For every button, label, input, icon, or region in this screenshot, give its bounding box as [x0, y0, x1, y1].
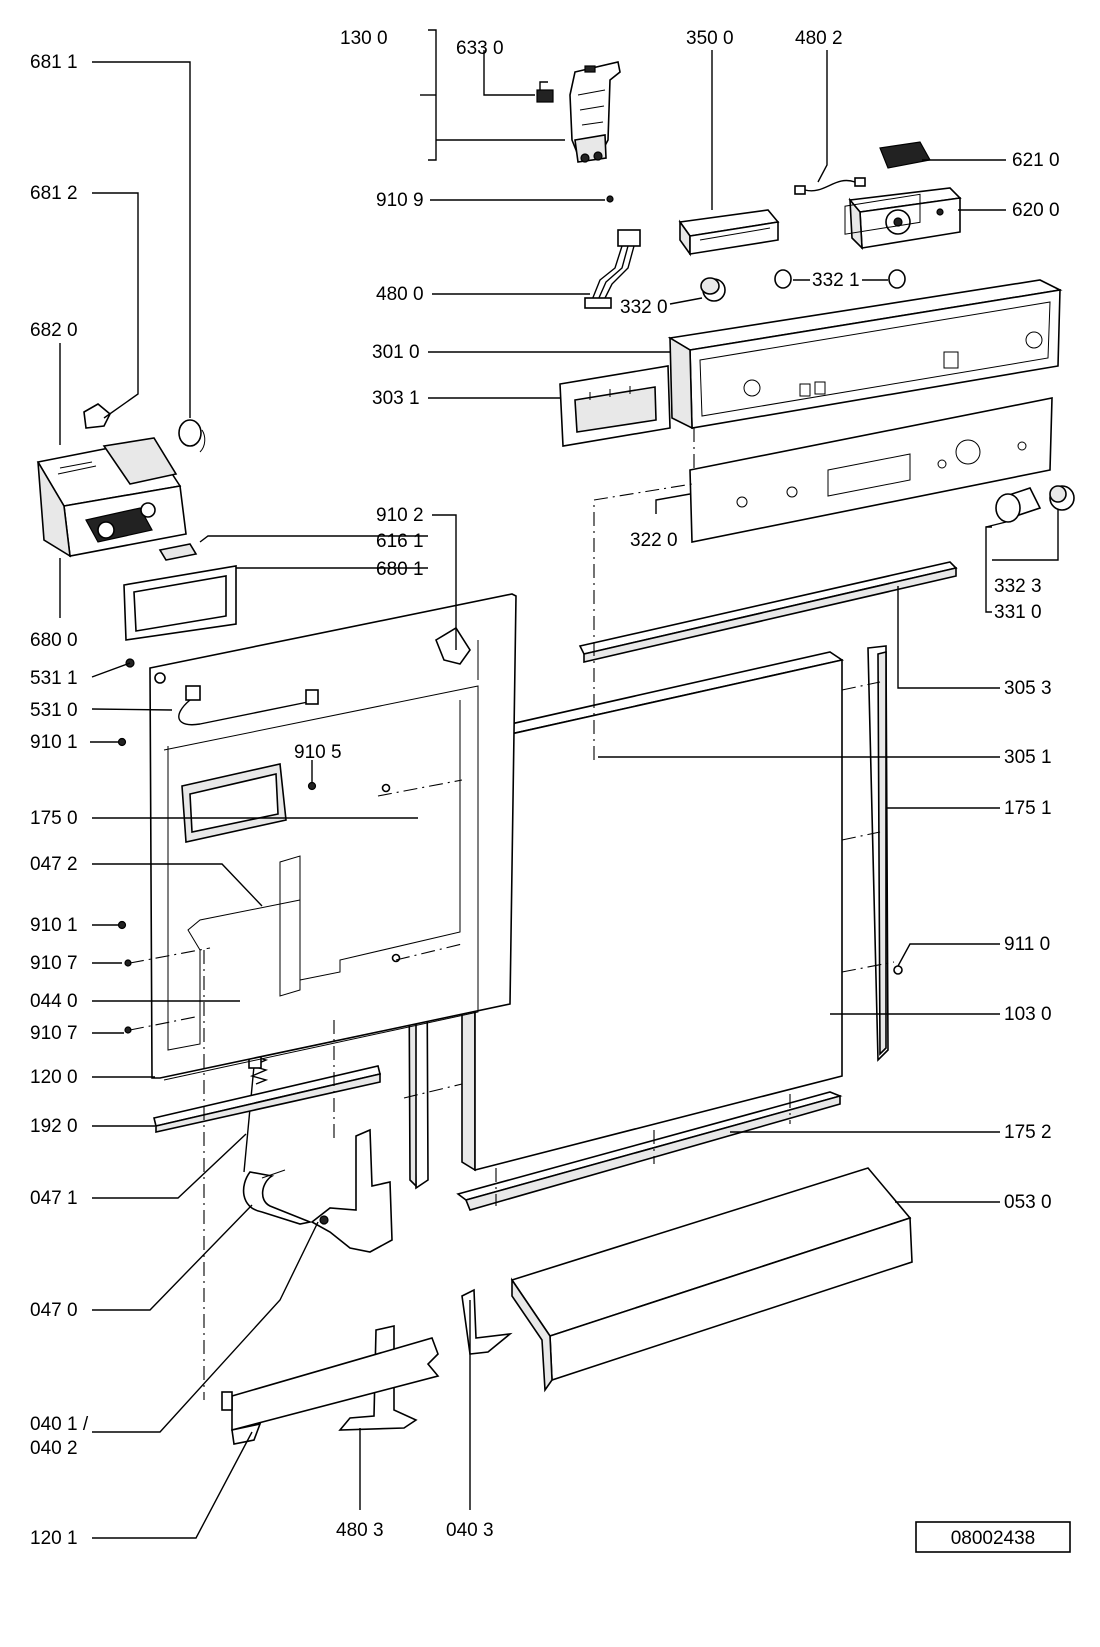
side-strip-1751	[867, 645, 889, 1062]
module-6210	[879, 141, 931, 169]
label-0472: 047 2	[30, 854, 78, 875]
label-3320: 332 0	[620, 297, 668, 318]
label-3310: 331 0	[994, 602, 1042, 623]
label-4803: 480 3	[336, 1520, 384, 1541]
label-1920: 192 0	[30, 1116, 78, 1137]
label-3051: 305 1	[1004, 747, 1052, 768]
label-9110: 911 0	[1004, 934, 1050, 955]
label-0440: 044 0	[30, 991, 78, 1012]
microswitch	[536, 81, 554, 103]
screw-9105	[307, 781, 317, 791]
programmer-6200	[848, 187, 962, 251]
bottom-profile-1752	[456, 1091, 843, 1211]
alignment-lines	[129, 428, 895, 1400]
rail-1920	[153, 1065, 381, 1133]
spring-rod-0471	[243, 1065, 255, 1173]
label-3500: 350 0	[686, 28, 734, 49]
cable-4800	[584, 229, 641, 309]
label-6801: 680 1	[376, 559, 424, 580]
knobs-3323	[995, 485, 1075, 523]
label-1030: 103 0	[1004, 1004, 1052, 1025]
label-9107b: 910 7	[30, 1023, 78, 1044]
screw-9109	[606, 195, 614, 203]
inner-door-1200	[149, 593, 517, 1081]
cable-5310	[178, 685, 319, 726]
hinge-bracket-0401	[310, 1128, 393, 1253]
control-panel-3010	[667, 193, 1063, 430]
label-6800: 680 0	[30, 630, 78, 651]
label-3220: 322 0	[630, 530, 678, 551]
drawing-number: 08002438	[951, 1528, 1036, 1549]
label-0401b: 040 2	[30, 1438, 78, 1459]
label-5311: 531 1	[30, 668, 78, 689]
label-1201: 120 1	[30, 1528, 78, 1549]
label-6330: 633 0	[456, 38, 504, 59]
handle-3031	[559, 365, 671, 447]
label-1750: 175 0	[30, 808, 78, 829]
label-9101b: 910 1	[30, 915, 78, 936]
door-lock-assembly	[569, 61, 621, 163]
label-3031: 303 1	[372, 388, 420, 409]
drawing-number-box: 08002438	[915, 1521, 1071, 1553]
label-6200: 620 0	[1012, 200, 1060, 221]
label-0470: 047 0	[30, 1300, 78, 1321]
label-0403: 040 3	[446, 1520, 494, 1541]
label-3053: 305 3	[1004, 678, 1052, 699]
screw-9101a	[117, 737, 127, 747]
label-5310: 531 0	[30, 700, 78, 721]
label-3323: 332 3	[994, 576, 1042, 597]
cable-4802	[794, 177, 866, 195]
pcb-3500	[678, 209, 780, 257]
label-6210: 621 0	[1012, 150, 1060, 171]
buttons-3321	[774, 269, 906, 289]
label-9101a: 910 1	[30, 732, 78, 753]
latch-9102	[435, 626, 471, 665]
label-6161: 616 1	[376, 531, 424, 552]
knob-3320	[700, 277, 726, 302]
label-1200: 120 0	[30, 1067, 78, 1088]
screw-9110	[893, 965, 903, 975]
label-3010: 301 0	[372, 342, 420, 363]
door-panel-1030	[459, 651, 845, 1172]
part-labels: 130 0 633 0 350 0 480 2 681 1 681 2 682 …	[30, 28, 1060, 1549]
label-6812: 681 2	[30, 183, 78, 204]
spring-holder-0470	[242, 1169, 313, 1225]
part-6812	[83, 403, 111, 429]
label-0530: 053 0	[1004, 1192, 1052, 1213]
label-1752: 175 2	[1004, 1122, 1052, 1143]
gasket-6801	[123, 565, 237, 641]
label-9102: 910 2	[376, 505, 424, 526]
label-9109: 910 9	[376, 190, 424, 211]
label-9105: 910 5	[294, 742, 342, 763]
part-6811	[178, 419, 206, 453]
toe-kick-0530	[510, 1167, 913, 1393]
label-9107a: 910 7	[30, 953, 78, 974]
lower-plate-1201	[221, 1337, 440, 1445]
label-0401a: 040 1 /	[30, 1414, 89, 1435]
label-3321: 332 1	[812, 270, 860, 291]
label-6811: 681 1	[30, 52, 78, 73]
top-profile-3053	[578, 561, 958, 664]
part-6161	[158, 543, 198, 561]
screw-9101b	[117, 920, 127, 930]
label-0471: 047 1	[30, 1188, 78, 1209]
label-1300: 130 0	[340, 28, 388, 49]
label-4802: 480 2	[795, 28, 843, 49]
leader-lines	[59, 29, 1059, 1539]
bracket-0403	[461, 1288, 513, 1355]
label-6820: 682 0	[30, 320, 78, 341]
facia-3220	[689, 397, 1053, 543]
label-1751: 175 1	[1004, 798, 1052, 819]
dispenser-6800	[36, 437, 187, 558]
label-4800: 480 0	[376, 284, 424, 305]
